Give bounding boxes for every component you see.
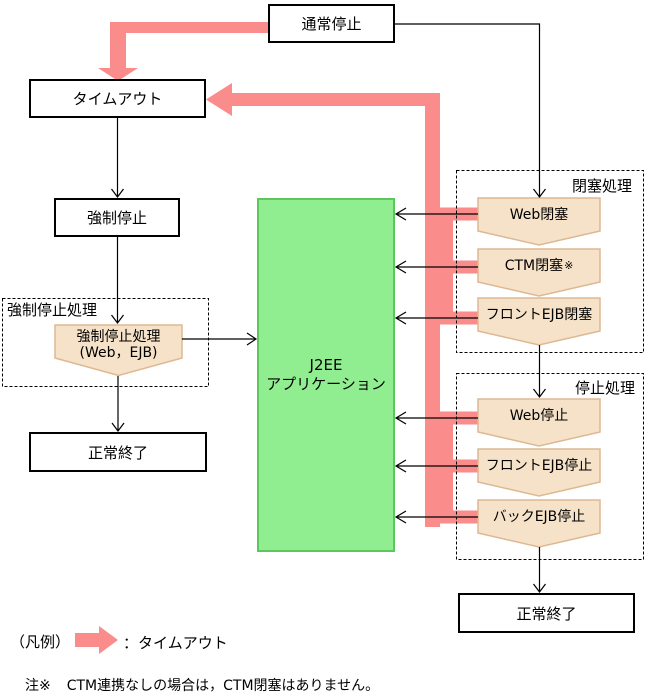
pentagon-web-blockade [477, 197, 601, 246]
pentagon-front-ejb-blockade [477, 297, 601, 346]
node-normal-stop: 通常停止 [268, 4, 395, 43]
node-forced-stop-label: 強制停止 [86, 209, 147, 227]
web-blockade-text: Web閉塞 [509, 207, 569, 223]
node-j2ee-application: J2EE アプリケーション [257, 198, 395, 552]
footnote-mark: 注※ [25, 678, 51, 694]
arrow-stop-group-to-normal-end-right [533, 547, 546, 593]
legend-timeout-arrow-icon [75, 626, 118, 654]
group-label-blockade: 閉塞処理 [572, 177, 633, 195]
arrow-front-ejb-stop-to-j2ee [394, 459, 478, 473]
group-label-forced-stop-process: 強制停止処理 [7, 301, 98, 319]
node-timeout-label: タイムアウト [72, 90, 163, 108]
pentagon-label-web-blockade: Web閉塞 [478, 200, 600, 228]
arrow-normal-stop-to-web-blockade [395, 23, 546, 198]
pentagon-label-back-ejb-stop: バックEJB停止 [478, 502, 600, 530]
legend-timeout-label: ：タイムアウト [123, 634, 228, 652]
node-normal-end-right: 正常終了 [458, 593, 635, 633]
timeout-arrow-from-normal-stop [98, 22, 268, 81]
arrow-web-stop-to-j2ee [394, 411, 478, 425]
pentagon-ctm-blockade [477, 248, 601, 297]
front-ejb-blockade-text: フロントEJB閉塞 [485, 307, 593, 323]
group-label-stop: 停止処理 [575, 379, 636, 397]
arrow-blockade-to-stop-group [533, 345, 546, 398]
arrow-process-to-normal-end-left [111, 376, 125, 432]
arrow-web-blockade-to-j2ee [394, 207, 478, 221]
arrow-forced-stop-to-process [111, 237, 124, 324]
pentagon-label-front-ejb-blockade: フロントEJB閉塞 [478, 300, 600, 328]
footnote: 注※ CTM連携なしの場合は，CTM閉塞はありません。 [25, 675, 379, 695]
arrow-front-ejb-blockade-to-j2ee [394, 311, 478, 325]
web-stop-text: Web停止 [509, 408, 569, 424]
node-normal-end-right-label: 正常終了 [516, 604, 577, 623]
timeout-arrow-head-into-timeout [206, 83, 232, 116]
ctm-blockade-note-mark: ※ [564, 258, 574, 272]
front-ejb-stop-text: フロントEJB停止 [485, 458, 593, 474]
node-normal-stop-label: 通常停止 [301, 15, 362, 33]
node-normal-end-left-label: 正常終了 [87, 443, 148, 462]
group-frame-forced-stop-process [2, 298, 209, 387]
back-ejb-stop-text: バックEJB停止 [492, 509, 586, 525]
legend-caption: （凡例） [10, 633, 71, 651]
timeout-arrow-trunk [425, 93, 440, 527]
pentagon-forced-stop-process [54, 324, 183, 377]
pentagon-web-stop [477, 398, 601, 447]
j2ee-label-line2: アプリケーション [266, 375, 386, 393]
arrow-process-to-j2ee [182, 332, 258, 346]
timeout-arrow-top-bar [232, 93, 440, 106]
arrow-back-ejb-stop-to-j2ee [394, 510, 478, 524]
node-normal-end-left: 正常終了 [29, 432, 207, 472]
forced-stop-process-line1: 強制停止処理 [76, 329, 161, 345]
pentagon-label-ctm-blockade: CTM閉塞※ [478, 251, 600, 279]
forced-stop-process-line2: (Web，EJB) [79, 345, 158, 361]
pentagon-back-ejb-stop [477, 499, 601, 548]
pentagon-label-web-stop: Web停止 [478, 401, 600, 429]
node-forced-stop: 強制停止 [54, 198, 180, 237]
ctm-blockade-text: CTM閉塞 [504, 258, 564, 274]
arrow-ctm-blockade-to-j2ee [394, 260, 478, 274]
j2ee-label-line1: J2EE [309, 356, 343, 374]
footnote-text: CTM連携なしの場合は，CTM閉塞はありません。 [66, 678, 380, 694]
node-timeout: タイムアウト [29, 79, 206, 118]
pentagon-label-front-ejb-stop: フロントEJB停止 [478, 451, 600, 479]
pentagon-front-ejb-stop [477, 448, 601, 497]
pentagon-label-forced-stop-process: 強制停止処理 (Web，EJB) [55, 328, 182, 362]
arrow-timeout-to-forced-stop [111, 118, 124, 198]
group-frame-blockade [456, 170, 644, 353]
